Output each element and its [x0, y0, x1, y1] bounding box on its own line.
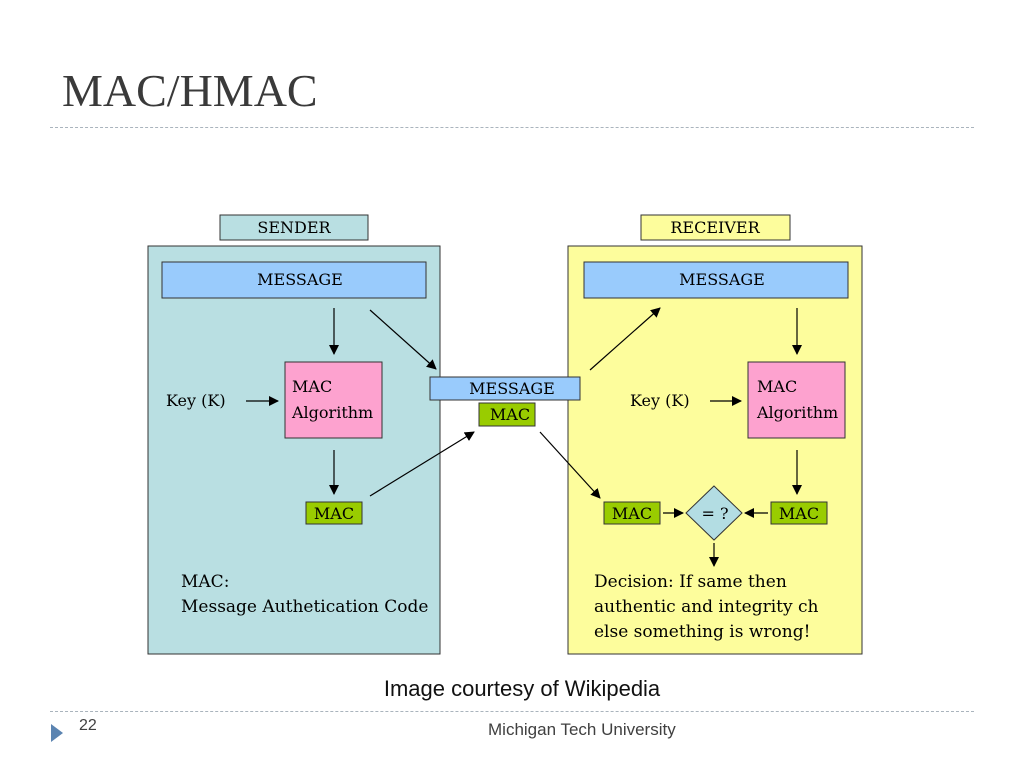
arrow-sender-message-to-transmission [369, 309, 437, 370]
decision-line3: else something is wrong! [594, 622, 810, 642]
receiver-received-mac-box [603, 501, 661, 525]
compare-diamond [685, 485, 743, 541]
receiver-computed-mac-box [770, 501, 828, 525]
footer-divider [50, 711, 974, 712]
receiver-key-label: Key (K) [630, 391, 690, 410]
receiver-received-mac-label: MAC [612, 504, 652, 523]
receiver-label-box [640, 214, 791, 241]
decision-line2: authentic and integrity ch [594, 597, 819, 617]
image-caption: Image courtesy of Wikipedia [383, 676, 661, 701]
receiver-label: RECEIVER [670, 218, 760, 237]
sender-message-label: MESSAGE [257, 270, 343, 289]
slide-title: MAC/HMAC [62, 65, 318, 116]
receiver-algorithm-box [747, 361, 846, 439]
arrow-transmission-mac-to-receiver-mac [539, 431, 601, 499]
receiver-message-label: MESSAGE [679, 270, 765, 289]
sender-algorithm-line1: MAC [292, 377, 332, 396]
receiver-computed-mac-label: MAC [779, 504, 819, 523]
transmitted-message-label: MESSAGE [469, 379, 555, 398]
sender-algorithm-line2: Algorithm [291, 403, 373, 422]
page-number: 22 [79, 717, 97, 734]
sender-label: SENDER [257, 218, 331, 237]
sender-label-box [219, 214, 369, 241]
sender-mac-box [305, 501, 363, 525]
sender-mac-label: MAC [314, 504, 354, 523]
decision-line1: Decision: If same then [594, 572, 787, 592]
sender-message-box [161, 261, 427, 299]
sender-panel [147, 245, 441, 655]
sender-note-line1: MAC: [181, 572, 229, 592]
receiver-panel [567, 245, 863, 655]
arrow-sender-mac-to-transmission [369, 431, 475, 497]
compare-label: = ? [701, 504, 728, 523]
sender-note-line2: Message Authetication Code [181, 597, 428, 617]
receiver-algorithm-line2: Algorithm [756, 403, 838, 422]
sender-algorithm-box [284, 361, 383, 439]
transmitted-mac-box [478, 402, 536, 427]
receiver-message-box [583, 261, 849, 299]
receiver-algorithm-line1: MAC [757, 377, 797, 396]
transmitted-mac-label: MAC [490, 405, 530, 424]
arrow-transmission-to-receiver-message [589, 307, 661, 371]
triangle-bullet-icon [51, 724, 63, 742]
organization-name: Michigan Tech University [488, 720, 676, 739]
title-divider [50, 127, 974, 128]
transmitted-message-box [429, 376, 581, 401]
sender-key-label: Key (K) [166, 391, 226, 410]
